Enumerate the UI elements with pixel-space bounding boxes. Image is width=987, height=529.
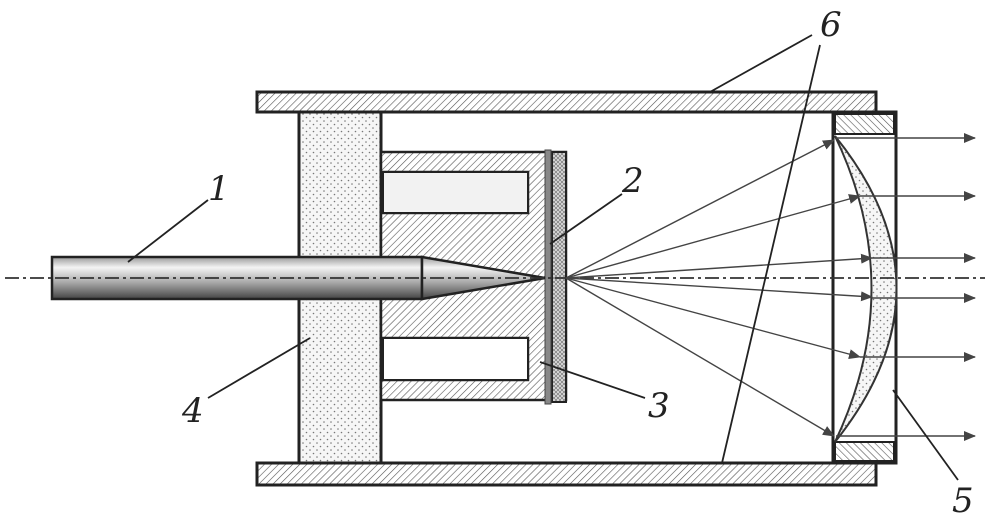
ray <box>565 139 835 279</box>
holder-cavity-bottom <box>382 337 529 381</box>
lens <box>834 135 898 443</box>
label-rod: 1 <box>208 169 230 209</box>
ray <box>565 277 835 437</box>
lens-mount-bottom <box>834 441 895 462</box>
label-holder: 3 <box>648 386 670 426</box>
leader-3 <box>539 361 646 399</box>
ray <box>565 253 873 279</box>
leader-2 <box>549 193 623 245</box>
ray <box>565 194 861 279</box>
target-backing <box>551 151 567 403</box>
leader-6a <box>709 34 813 93</box>
leader-4 <box>207 337 311 399</box>
leader-6b <box>721 44 821 464</box>
leader-lines <box>127 34 959 481</box>
holder-cavity-top <box>382 171 529 214</box>
housing-bottom-wall <box>255 461 878 487</box>
label-lens: 5 <box>952 481 974 521</box>
rays <box>565 133 976 441</box>
leader-5 <box>892 389 959 481</box>
ray <box>565 277 873 302</box>
label-target-plate: 2 <box>621 161 644 201</box>
label-housing: 6 <box>820 5 842 45</box>
label-insulator: 4 <box>181 391 204 431</box>
lens-mount-top <box>834 113 895 135</box>
ray <box>565 277 861 359</box>
housing-top-wall <box>255 90 878 114</box>
leader-1 <box>127 199 209 263</box>
